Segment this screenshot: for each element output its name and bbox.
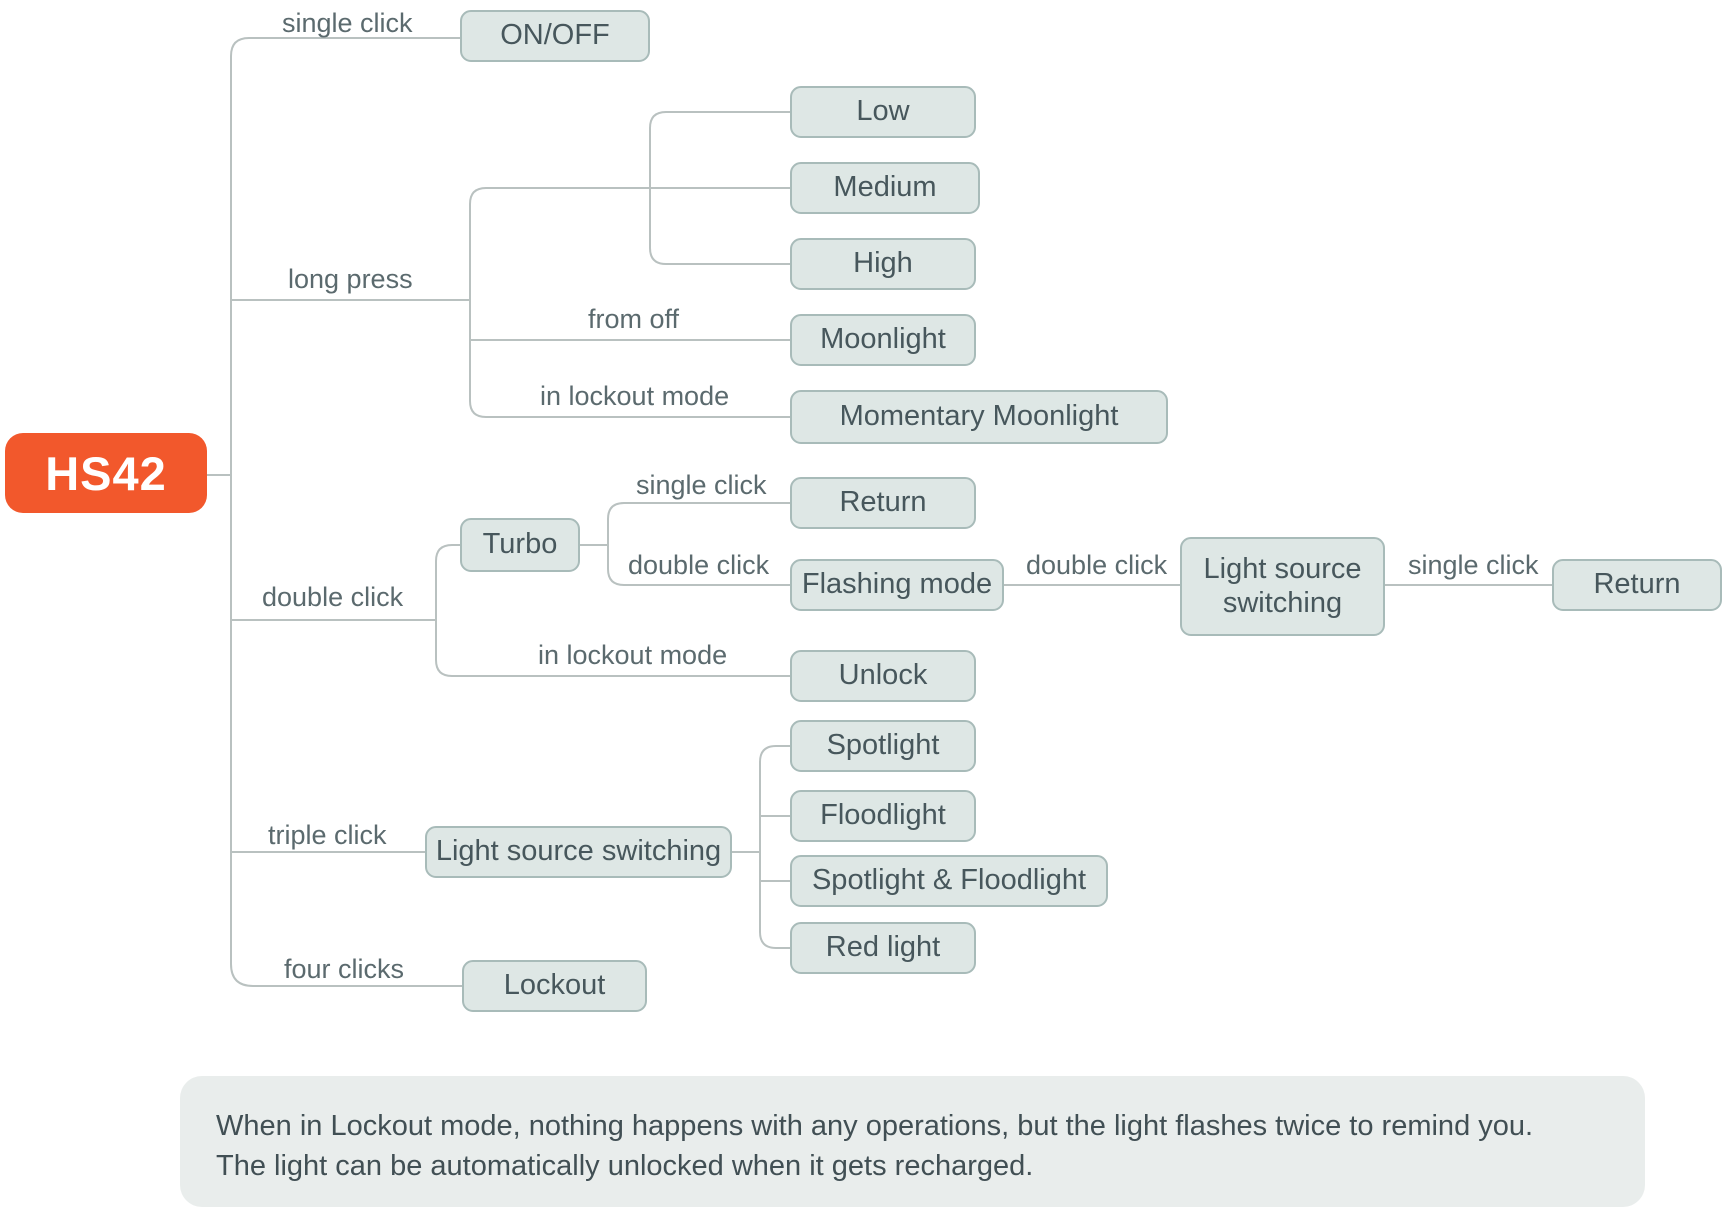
lockout-note-line1: When in Lockout mode, nothing happens wi… bbox=[216, 1110, 1534, 1142]
node-moonlight: Moonlight bbox=[790, 314, 976, 366]
edge-long-press-fork bbox=[469, 187, 790, 418]
edge-label-single-click-lss: single click bbox=[1408, 550, 1539, 580]
root-node-hs42: HS42 bbox=[5, 433, 207, 513]
node-return-turbo: Return bbox=[790, 477, 976, 529]
edge-spine-single-click-four-clicks bbox=[230, 37, 462, 987]
node-return-flashing: Return bbox=[1552, 559, 1722, 611]
edge-turbo-fork bbox=[607, 502, 790, 586]
edge-label-from-off: from off bbox=[588, 304, 680, 334]
edge-double-click-fork bbox=[435, 544, 790, 677]
edge-label-four-clicks: four clicks bbox=[284, 954, 405, 984]
node-spotlight-floodlight: Spotlight & Floodlight bbox=[790, 855, 1108, 907]
edge-triple-fork bbox=[759, 745, 790, 949]
node-turbo: Turbo bbox=[460, 518, 580, 572]
edge-label-in-lockout-mode-long-press: in lockout mode bbox=[540, 381, 730, 411]
node-lockout: Lockout bbox=[462, 960, 647, 1012]
node-low: Low bbox=[790, 86, 976, 138]
edge-label-in-lockout-mode-double-click: in lockout mode bbox=[538, 640, 728, 670]
node-floodlight: Floodlight bbox=[790, 790, 976, 842]
node-momentary-moonlight: Momentary Moonlight bbox=[790, 390, 1168, 444]
node-on-off: ON/OFF bbox=[460, 10, 650, 62]
node-spotlight: Spotlight bbox=[790, 720, 976, 772]
node-light-source-switching-double: Light source switching bbox=[1180, 537, 1385, 636]
node-red-light: Red light bbox=[790, 922, 976, 974]
node-light-source-switching-triple: Light source switching bbox=[425, 826, 732, 878]
edge-label-single-click-turbo: single click bbox=[636, 470, 767, 500]
edge-label-long-press: long press bbox=[288, 264, 413, 294]
lockout-note-line2: The light can be automatically unlocked … bbox=[216, 1150, 1034, 1182]
edge-label-triple-click: triple click bbox=[268, 820, 387, 850]
node-medium: Medium bbox=[790, 162, 980, 214]
edge-label-single-click-root: single click bbox=[282, 8, 413, 38]
edge-label-double-click-turbo: double click bbox=[628, 550, 770, 580]
node-high: High bbox=[790, 238, 976, 290]
edge-label-double-click-flashing: double click bbox=[1026, 550, 1168, 580]
edge-low-high-trident bbox=[649, 111, 790, 265]
edge-label-double-click-root: double click bbox=[262, 582, 404, 612]
node-unlock: Unlock bbox=[790, 650, 976, 702]
node-flashing-mode: Flashing mode bbox=[790, 559, 1004, 611]
lockout-note: When in Lockout mode, nothing happens wi… bbox=[180, 1076, 1645, 1207]
